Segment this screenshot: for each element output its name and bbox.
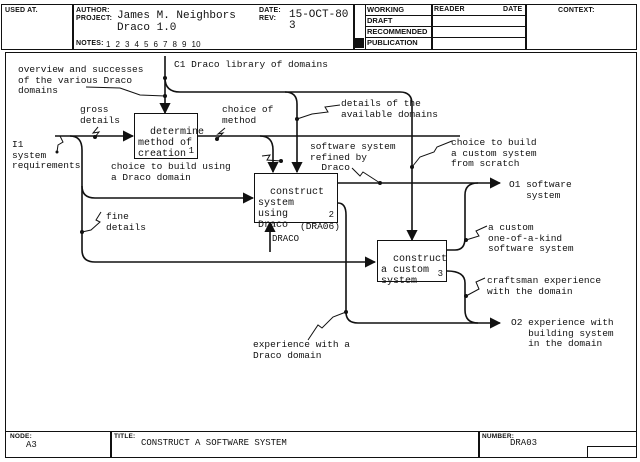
notes-values: 1 2 3 4 5 6 7 8 9 10 xyxy=(106,40,201,49)
label-custom-system: a custom one-of-a-kind software system xyxy=(488,222,574,254)
leader-refined xyxy=(351,167,381,184)
label-details-domains: details of the available domains xyxy=(341,98,438,120)
reader-date-label: DATE xyxy=(503,6,523,13)
arrow-box3-to-o1 xyxy=(447,182,479,251)
box-1-text: determine method of creation xyxy=(138,127,205,160)
activity-box-1[interactable]: determine method of creation 1 xyxy=(134,113,204,160)
arrow-i1-to-box3 xyxy=(81,186,377,268)
header-divider-1 xyxy=(72,4,74,50)
leader-choice-draco xyxy=(261,154,282,162)
control-c1: C1 Draco library of domains xyxy=(174,59,328,70)
status-checkbox-publication[interactable] xyxy=(355,38,364,48)
label-choice-draco: choice to build using a Draco domain xyxy=(111,161,231,183)
header-divider-2 xyxy=(353,4,355,50)
author-label: AUTHOR: xyxy=(76,7,110,14)
label-fine-details: fine details xyxy=(106,211,146,233)
author-value: James M. Neighbors xyxy=(117,10,236,22)
label-gross-details: gross details xyxy=(80,104,120,126)
title-value: CONSTRUCT A SOFTWARE SYSTEM xyxy=(141,438,287,448)
output-o2: O2 experience with building system in th… xyxy=(511,317,614,349)
leader-custom-system xyxy=(465,225,488,241)
label-choice-method: choice of method xyxy=(222,104,274,126)
footer-divider-1 xyxy=(110,431,112,458)
arrow-box1-to-box2 xyxy=(259,135,279,174)
output-o1: O1 software system xyxy=(509,179,572,201)
leader-i1 xyxy=(56,135,64,153)
date-label: DATE: xyxy=(259,7,281,14)
leader-details xyxy=(296,104,341,120)
header-divider-3 xyxy=(431,4,433,50)
leader-fine xyxy=(81,211,102,233)
box-2-ref: (DRA06) xyxy=(300,221,340,232)
leader-gross xyxy=(91,126,101,138)
label-choice-custom: choice to build a custom system from scr… xyxy=(451,137,537,169)
status-publication: PUBLICATION xyxy=(367,38,418,47)
number-value: DRA03 xyxy=(510,438,538,448)
status-draft: DRAFT xyxy=(367,16,393,25)
box-2-number: 2 xyxy=(328,210,334,220)
date-value: 15-OCT-80 xyxy=(289,9,349,21)
status-recommended: RECOMMENDED xyxy=(367,27,428,36)
leader-exp-draco xyxy=(307,311,347,341)
mechanism-label: DRACO xyxy=(272,234,300,244)
header-frame xyxy=(1,4,637,50)
project-label: PROJECT: xyxy=(76,15,113,22)
status-working: WORKING xyxy=(367,5,405,14)
rev-value: 3 xyxy=(289,20,296,32)
box-1-number: 1 xyxy=(188,146,194,156)
label-software-refined: software system refined by Draco xyxy=(310,141,396,173)
footer-small-box xyxy=(587,446,637,458)
number-label: NUMBER: xyxy=(482,433,515,440)
arrow-details-to-box3 xyxy=(285,91,418,242)
label-craftsman: craftsman experience with the domain xyxy=(487,275,602,297)
title-label: TITLE: xyxy=(114,433,136,440)
leader-custom xyxy=(411,140,453,168)
input-i1: I1 system requirements xyxy=(12,139,81,171)
activity-box-2[interactable]: construct system using Draco 2 xyxy=(254,173,338,231)
reader-label: READER xyxy=(434,6,465,13)
rev-label: REV: xyxy=(259,15,277,22)
context-label: CONTEXT: xyxy=(558,7,595,14)
box-2-text: construct system using Draco xyxy=(258,187,325,231)
leader-choice-method xyxy=(216,127,226,140)
activity-box-3[interactable]: construct a custom system 3 xyxy=(377,240,447,287)
box-3-number: 3 xyxy=(437,269,443,279)
box-3-text: construct a custom system xyxy=(381,254,448,287)
node-value: A3 xyxy=(26,440,37,450)
project-value: Draco 1.0 xyxy=(117,22,177,34)
header-divider-4 xyxy=(525,4,527,50)
notes-label: NOTES: xyxy=(76,40,104,47)
used-at-label: USED AT. xyxy=(5,7,38,14)
label-experience-draco: experience with a Draco domain xyxy=(253,339,350,361)
footer-frame xyxy=(5,431,637,458)
leader-craftsman xyxy=(465,277,486,297)
node-label: NODE: xyxy=(10,433,32,440)
leader-overview xyxy=(85,86,166,97)
label-overview: overview and successes of the various Dr… xyxy=(18,64,144,96)
arrow-box3-to-o2 xyxy=(446,270,479,324)
footer-divider-2 xyxy=(478,431,480,458)
